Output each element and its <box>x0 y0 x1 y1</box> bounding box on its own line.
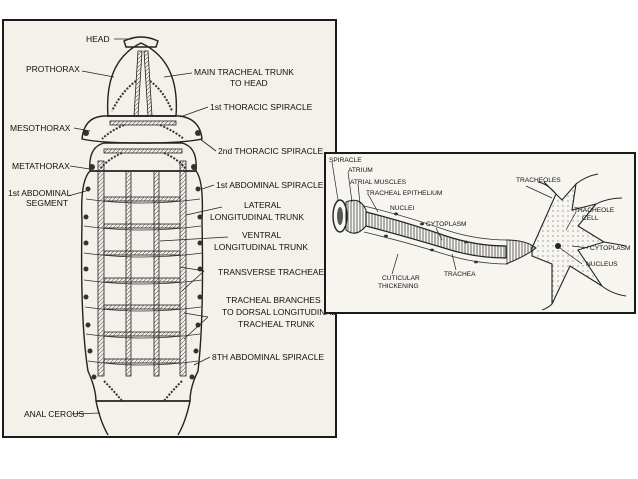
label-abdominal-segment-2: SEGMENT <box>26 198 68 208</box>
ventral-trunk-right <box>153 170 160 377</box>
label-metathorax: METATHORAX <box>12 161 70 171</box>
label-main-trunk-2: TO HEAD <box>230 78 268 88</box>
label-tracheoles: TRACHEOLES <box>516 177 561 184</box>
label-abdominal-spiracle-1: 1st ABDOMINAL SPIRACLE <box>216 180 324 190</box>
label-head: HEAD <box>86 34 110 44</box>
label-cytoplasm-2: CYTOPLASM <box>590 245 631 252</box>
label-cuticular-2: THICKENING <box>378 283 419 290</box>
label-tracheole-cell-2: CELL <box>582 215 599 222</box>
metathorax-outline <box>89 142 197 172</box>
trachea-structure-panel: SPIRACLE ATRIUM ATRIAL MUSCLES TRACHEAL … <box>324 152 636 314</box>
label-trachea: TRACHEA <box>444 271 476 278</box>
label-main-trunk: MAIN TRACHEAL TRUNK <box>194 67 294 77</box>
label-mesothorax: MESOTHORAX <box>10 123 71 133</box>
label-prothorax: PROTHORAX <box>26 64 80 74</box>
label-lateral-trunk-1: LATERAL <box>244 200 281 210</box>
label-nuclei: NUCLEI <box>390 205 414 212</box>
lateral-trunk-right <box>179 160 187 377</box>
head-outline <box>123 36 159 48</box>
label-thoracic-spiracle-1: 1st THORACIC SPIRACLE <box>210 102 313 112</box>
label-anal-cercus: ANAL CERCUS <box>24 409 84 419</box>
prothorax-outline <box>106 42 178 117</box>
insect-tracheal-system-figure: HEAD PROTHORAX MAIN TRACHEAL TRUNK TO HE… <box>8 34 335 436</box>
atrium <box>345 199 367 234</box>
label-tracheal-epithelium: TRACHEAL EPITHELIUM <box>366 190 442 197</box>
label-nucleus: NUCLEUS <box>586 261 618 268</box>
label-abdominal-segment-1: 1st ABDOMINAL <box>8 188 72 198</box>
label-atrial-muscles: ATRIAL MUSCLES <box>350 179 407 186</box>
label-abdominal-spiracle-8: 8TH ABDOMINAL SPIRACLE <box>212 352 324 362</box>
lateral-trunk-left <box>97 160 105 377</box>
label-branches-1: TRACHEAL BRANCHES <box>226 295 321 305</box>
mesothorax-outline <box>81 115 203 144</box>
label-atrium: ATRIUM <box>348 167 373 174</box>
label-tracheole-cell-1: TRACHEOLE <box>574 207 615 214</box>
label-branches-2: TO DORSAL LONGITUDINAL <box>222 307 335 317</box>
label-cuticular-1: CUTICULAR <box>382 275 420 282</box>
label-thoracic-spiracle-2: 2nd THORACIC SPIRACLE <box>218 146 324 156</box>
label-cytoplasm: CYTOPLASM <box>426 221 467 228</box>
label-branches-3: TRACHEAL TRUNK <box>238 319 315 329</box>
label-transverse: TRANSVERSE TRACHEAE <box>218 267 324 277</box>
label-spiracle: SPIRACLE <box>329 157 362 164</box>
terminal-segment-outline <box>95 400 191 436</box>
label-lateral-trunk-2: LONGITUDINAL TRUNK <box>210 212 304 222</box>
trachea-structure-figure: SPIRACLE ATRIUM ATRIAL MUSCLES TRACHEAL … <box>329 157 631 311</box>
label-ventral-trunk-2: LONGITUDINAL TRUNK <box>214 242 308 252</box>
tracheole-cell <box>531 181 606 305</box>
label-ventral-trunk-1: VENTRAL <box>242 230 281 240</box>
insect-tracheal-system-panel: HEAD PROTHORAX MAIN TRACHEAL TRUNK TO HE… <box>2 19 337 438</box>
ventral-trunk-left <box>125 170 132 377</box>
